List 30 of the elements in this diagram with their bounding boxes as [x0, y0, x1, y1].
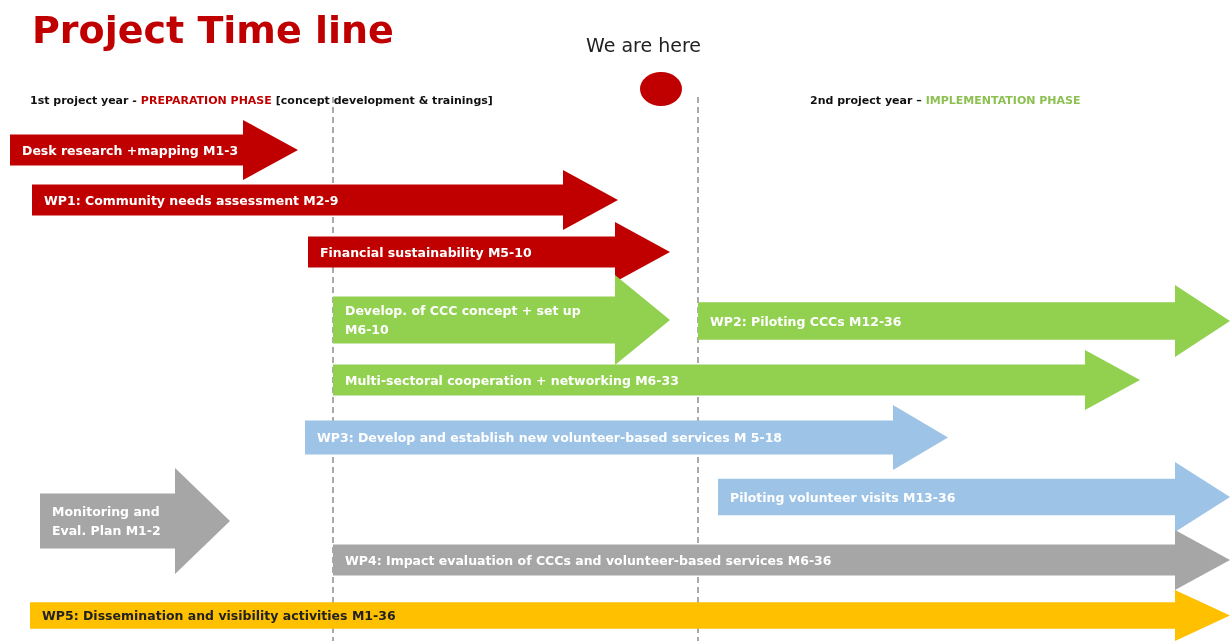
task-label: WP3: Develop and establish new volunteer-based services M 5-18	[317, 429, 783, 447]
task-bar	[40, 468, 230, 574]
task-label: Develop. of CCC concept + set up M6-10	[345, 302, 582, 339]
phase-heading: [concept development & trainings]	[275, 94, 493, 107]
task-bar	[698, 285, 1230, 357]
task-bar	[308, 222, 670, 282]
position-marker	[640, 72, 682, 106]
task-label: Multi-sectoral cooperation + networking M6-33	[345, 371, 679, 390]
task-label: WP4: Impact evaluation of CCCs and volunteer-based services M6-36	[345, 551, 832, 570]
title: Project Time line	[32, 8, 394, 52]
task-bar	[32, 170, 618, 230]
task-label: Financial sustainability M5-10	[320, 243, 532, 262]
task-label: Desk research +mapping M1-3	[22, 141, 239, 160]
task-label: WP5: Dissemination and visibility activities M1-36	[42, 607, 396, 625]
task-bar	[10, 120, 298, 180]
task-bar	[718, 462, 1230, 532]
task-label: WP2: Piloting CCCs M12-36	[710, 312, 902, 331]
task-bar	[333, 350, 1140, 410]
phase-heading: PREPARATION PHASE	[140, 94, 272, 107]
task-label: Monitoring and Eval. Plan M1-2	[52, 503, 162, 540]
task-label: WP1: Community needs assessment M2-9	[44, 191, 339, 210]
phase-heading: 2nd project year –	[810, 94, 922, 107]
marker-caption: We are here	[586, 34, 701, 56]
task-bar	[333, 530, 1230, 590]
phase-heading: 1st project year -	[30, 94, 137, 107]
phase-heading: IMPLEMENTATION PHASE	[925, 94, 1081, 107]
task-label: Piloting volunteer visits M13-36	[730, 488, 956, 507]
task-bar	[30, 590, 1230, 641]
task-bar	[305, 405, 948, 470]
task-bar	[333, 275, 670, 365]
